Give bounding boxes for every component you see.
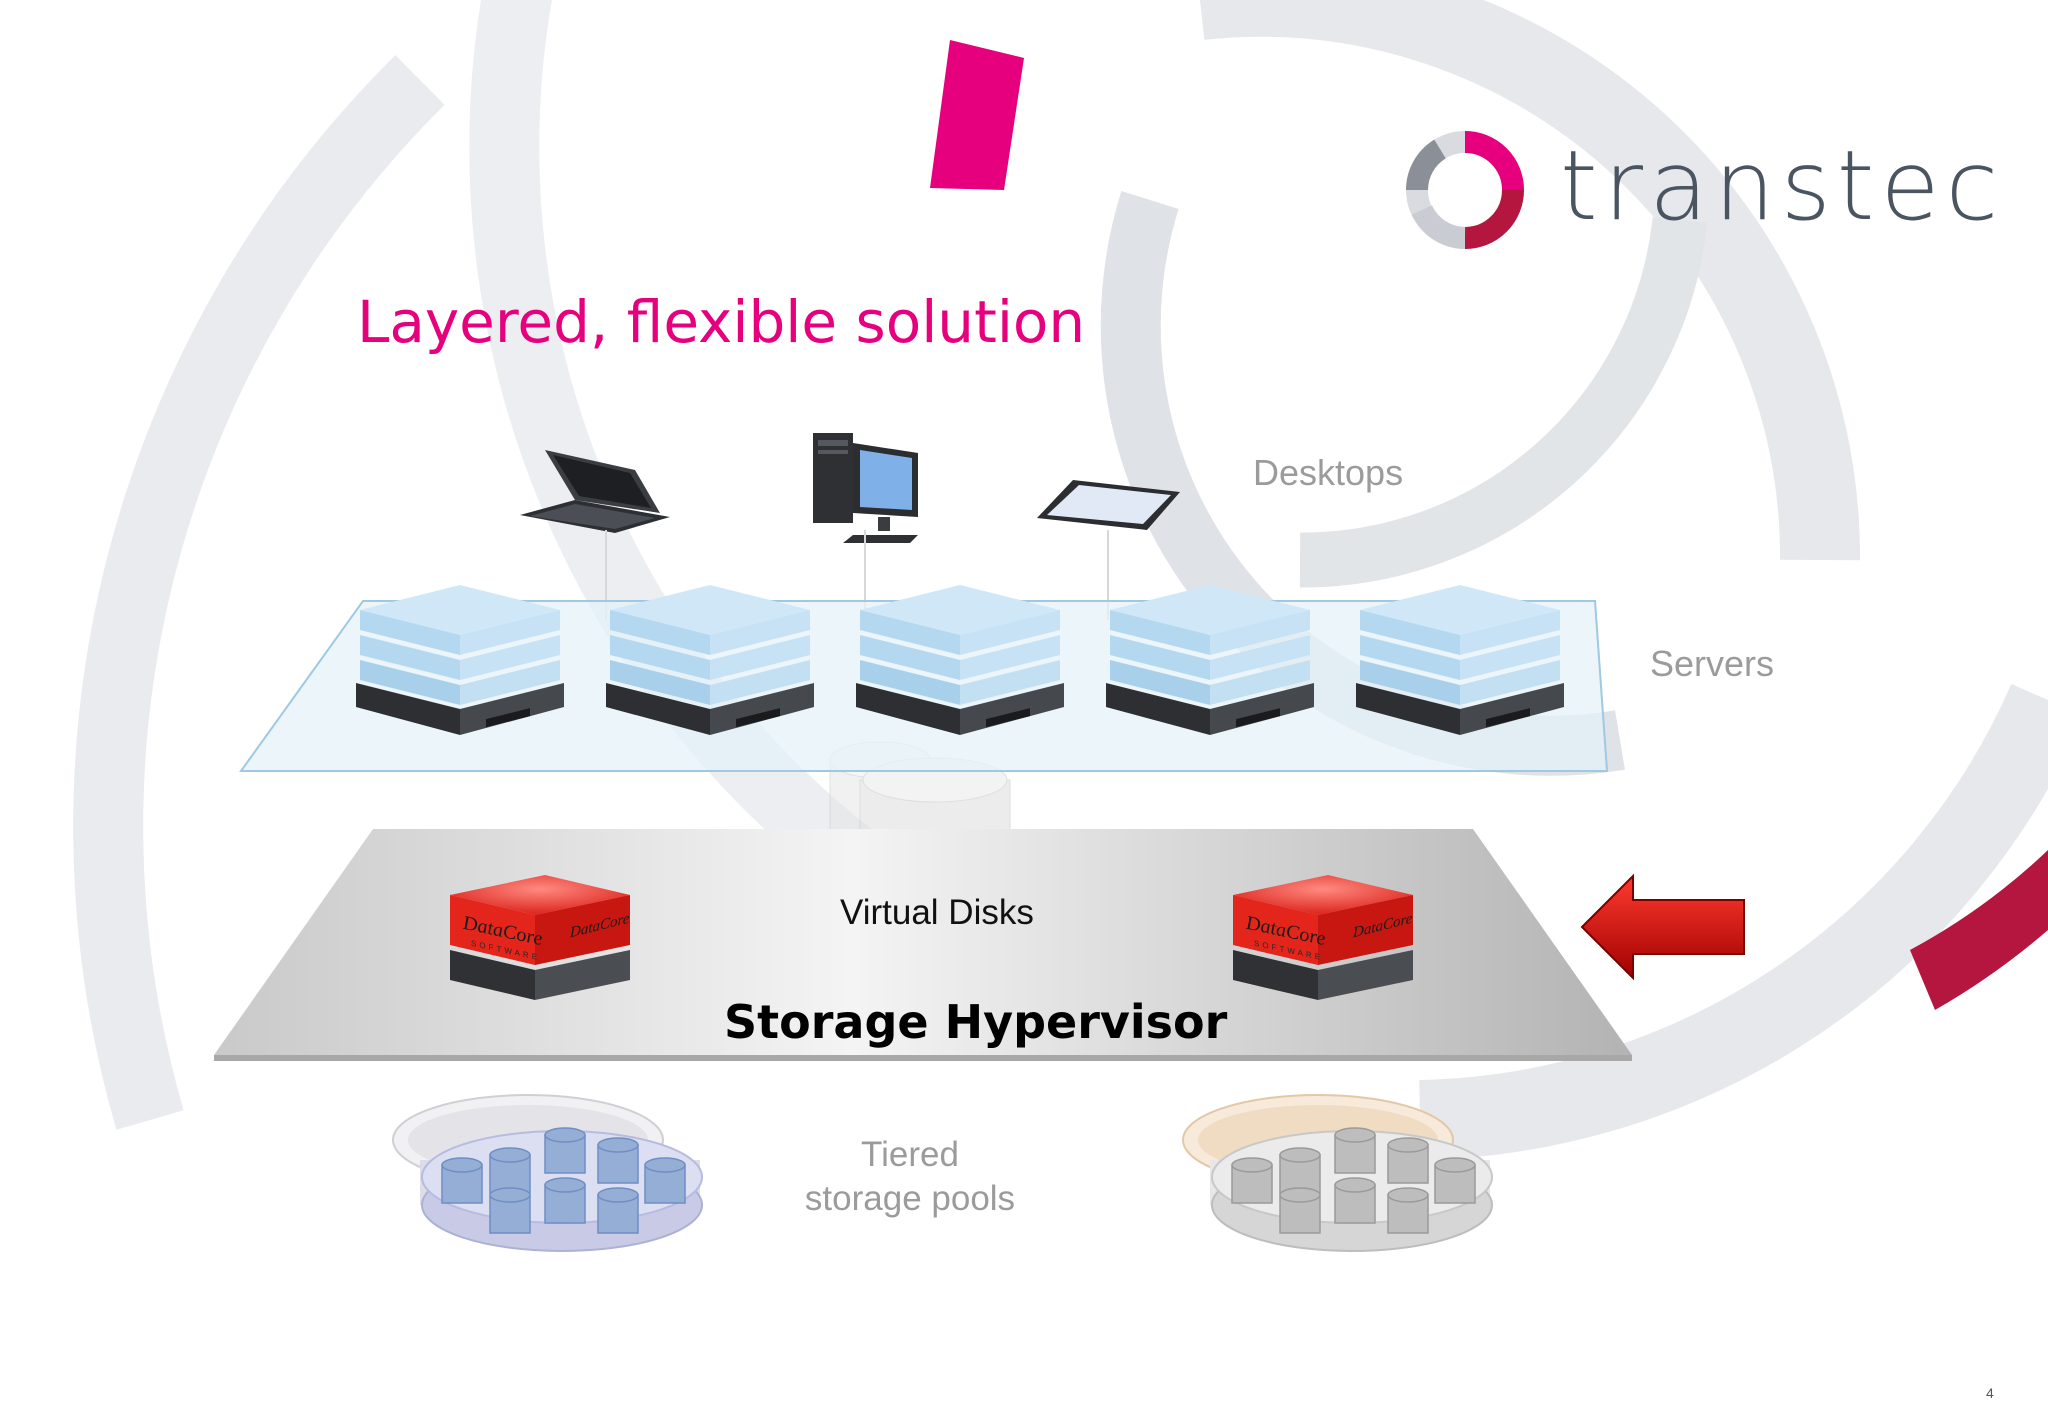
server-group	[356, 585, 1564, 735]
transtec-ring-icon	[1406, 131, 1524, 249]
tablet-icon	[1037, 480, 1180, 530]
tiered-label-line2: storage pools	[804, 1179, 1016, 1218]
tiered-storage-label: Tiered storage pools	[790, 1133, 1030, 1221]
storage-pool-blue	[392, 1094, 703, 1252]
tiered-label-line1: Tiered	[861, 1135, 959, 1174]
datacore-appliance-left: DataCore DataCore SOFTWARE	[445, 870, 635, 1005]
slide-title: Layered, flexible solution	[357, 288, 1086, 356]
desktops-label: Desktops	[1253, 452, 1404, 493]
storage-pool-gray	[1182, 1094, 1493, 1252]
laptop-icon	[520, 450, 670, 533]
virtual-disks-label: Virtual Disks	[840, 893, 1034, 932]
datacore-appliance-right: DataCore DataCore SOFTWARE	[1228, 870, 1418, 1005]
logo-text: transtec	[1560, 130, 2005, 242]
storage-hypervisor-label: Storage Hypervisor	[724, 995, 1228, 1049]
red-arrow-icon	[1580, 873, 1745, 981]
servers-label: Servers	[1650, 643, 1775, 684]
page-number: 4	[1986, 1385, 1994, 1401]
desktop-pc-icon	[813, 433, 918, 543]
transtec-logo	[1400, 125, 1530, 255]
